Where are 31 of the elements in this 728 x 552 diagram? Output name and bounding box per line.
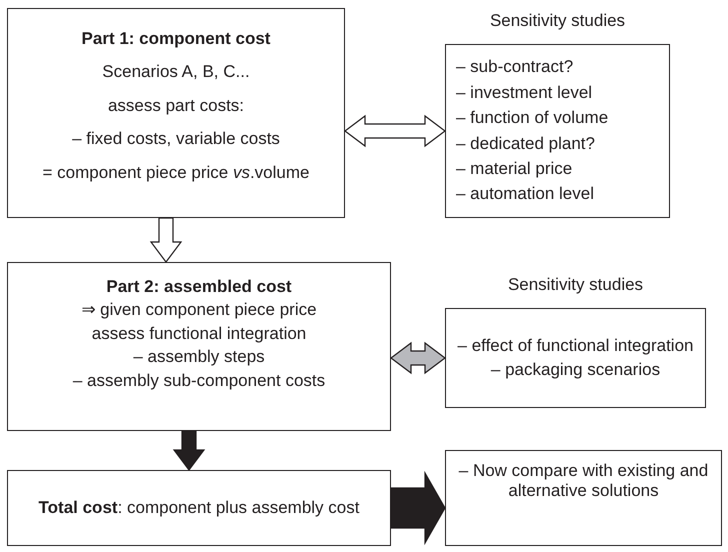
box-text: – sub-contract? [456, 57, 574, 78]
box-text: Total cost: component plus assembly cost [38, 498, 360, 518]
block-arrow [172, 430, 206, 471]
box-text: – assembly sub-component costs [72, 370, 326, 391]
box-heading: Sensitivity studies [488, 11, 626, 32]
block-arrow [390, 470, 446, 546]
box-text: – fixed costs, variable costs [72, 129, 280, 150]
block-arrow [150, 217, 182, 263]
box-text: – dedicated plant? [456, 134, 595, 154]
box-text: – assembly steps [133, 347, 265, 368]
process-box [7, 470, 391, 546]
block-arrow [390, 342, 446, 374]
box-text: – function of volume [456, 108, 608, 128]
box-text: Scenarios A, B, C... [102, 62, 250, 83]
box-title: Part 1: component cost [82, 29, 270, 50]
process-box [7, 262, 391, 431]
box-text: assess part costs: [108, 96, 244, 116]
process-box [445, 450, 722, 546]
box-text: – Now compare with existing and alternative solutions [458, 461, 710, 502]
box-heading: Sensitivity studies [506, 275, 644, 296]
block-arrow [344, 114, 446, 148]
process-box [7, 8, 345, 218]
box-title: Part 2: assembled cost [106, 277, 292, 298]
box-text: – automation level [456, 184, 594, 205]
box-text: – packaging scenarios [490, 360, 660, 380]
box-text: ⇒ given component piece price [81, 300, 317, 321]
box-text: assess functional integration [92, 324, 306, 344]
box-text: – effect of functional integration [458, 336, 694, 356]
box-text: – material price [456, 158, 572, 180]
box-text: – investment level [456, 82, 592, 104]
box-text: = component piece price vs.volume [42, 162, 310, 183]
